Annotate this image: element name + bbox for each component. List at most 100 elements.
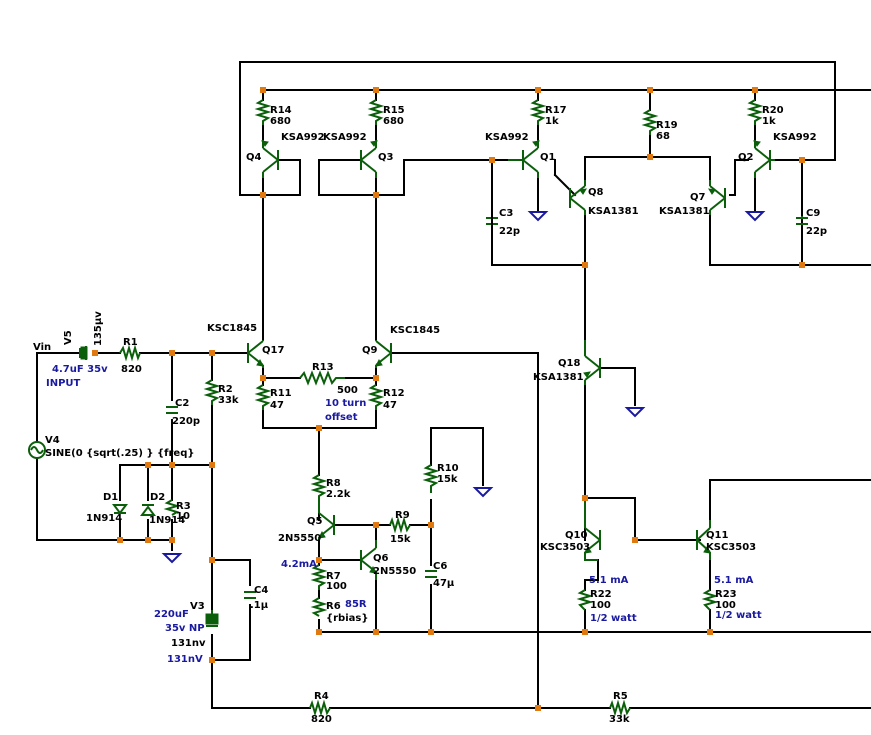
r13-note2: offset	[325, 412, 358, 423]
q9-ref: Q9	[362, 345, 378, 356]
vin-label: Vin	[33, 342, 51, 353]
q7-transistor	[708, 180, 726, 215]
r13-note1: 10 turn	[325, 398, 366, 409]
q2-transistor	[753, 140, 775, 178]
r9-value: 15k	[390, 534, 411, 545]
q2-ref: Q2	[738, 152, 754, 163]
transistors	[247, 140, 775, 580]
d1-ref: D1	[103, 492, 118, 503]
r8-ref: R8	[326, 478, 341, 489]
q4-model: KSA992	[281, 132, 325, 143]
c2-ref: C2	[175, 398, 189, 409]
q11-transistor	[696, 520, 711, 560]
r22-ref: R22	[590, 589, 612, 600]
v5-value: 135µv	[93, 311, 104, 346]
r5-ref: R5	[613, 691, 628, 702]
q5-ref: Q5	[307, 516, 323, 527]
q10-ref: Q10	[565, 530, 587, 541]
r22-current: 5.1 mA	[589, 575, 629, 586]
ground-icon	[624, 407, 646, 418]
wires	[36, 61, 871, 709]
v3-note1: 220uF	[154, 609, 189, 620]
v3-value: 131nv	[171, 638, 206, 649]
r23-ref: R23	[715, 589, 737, 600]
r3-ref: R3	[176, 501, 191, 512]
v4-ref: V4	[45, 435, 60, 446]
ground-icon	[472, 487, 494, 498]
q2-model: KSA992	[773, 132, 817, 143]
q10-transistor	[584, 498, 601, 561]
q9-model: KSC1845	[390, 325, 440, 336]
r12-ref: R12	[383, 388, 405, 399]
c9-value: 22p	[806, 226, 827, 237]
r12-value: 47	[383, 400, 397, 411]
r3-value: 10	[176, 511, 190, 522]
d2-ref: D2	[150, 492, 165, 503]
ground-icon	[744, 211, 766, 222]
q9-transistor	[375, 340, 392, 368]
v5-note2: INPUT	[46, 378, 81, 389]
q4-transistor	[261, 140, 279, 178]
q18-ref: Q18	[558, 358, 580, 369]
r9-ref: R9	[395, 510, 410, 521]
v3-ref: V3	[190, 601, 205, 612]
r20-ref: R20	[762, 105, 784, 116]
r19-ref: R19	[656, 120, 678, 131]
r4-ref: R4	[314, 691, 329, 702]
v5-source	[79, 346, 88, 360]
q3-model: KSA992	[323, 132, 367, 143]
q4-ref: Q4	[246, 152, 262, 163]
c6-ref: C6	[433, 561, 447, 572]
r7-ref: R7	[326, 571, 341, 582]
c3-ref: C3	[499, 208, 513, 219]
r23-current: 5.1 mA	[714, 575, 754, 586]
c4-value: .1µ	[250, 600, 269, 611]
diodes	[112, 504, 156, 516]
r15-ref: R15	[383, 105, 405, 116]
resistors	[119, 99, 764, 717]
labels: R14 680 R15 680 R17 1k R19 68 R20 1k KSA…	[33, 105, 827, 725]
v5-ref: V5	[63, 330, 74, 345]
q8-model: KSA1381	[588, 206, 639, 217]
q18-model: KSA1381	[533, 372, 584, 383]
v3-note3: 131nV	[167, 654, 203, 665]
q17-ref: Q17	[262, 345, 284, 356]
v3-source	[205, 610, 219, 627]
r2-value: 33k	[218, 395, 239, 406]
r10-value: 15k	[437, 474, 458, 485]
q11-ref: Q11	[706, 530, 728, 541]
c6-value: 47µ	[433, 578, 455, 589]
r19-value: 68	[656, 131, 670, 142]
r17-value: 1k	[545, 116, 559, 127]
r5-value: 33k	[609, 714, 630, 725]
r6-value: {rbias}	[326, 613, 368, 624]
q5-model: 2N5550	[278, 533, 321, 544]
r1-ref: R1	[123, 337, 138, 348]
grounds	[161, 211, 766, 564]
r22-power: 1/2 watt	[590, 613, 637, 624]
r13-ref: R13	[312, 362, 334, 373]
v4-source	[28, 441, 46, 459]
r2-ref: R2	[218, 384, 233, 395]
q1-transistor	[508, 140, 540, 178]
q3-ref: Q3	[378, 152, 394, 163]
v5-note1: 4.7uF 35v	[52, 364, 108, 375]
q7-ref: Q7	[690, 192, 706, 203]
v3-note2: 35v NP	[165, 623, 205, 634]
c3-value: 22p	[499, 226, 520, 237]
r23-value: 100	[715, 600, 736, 611]
q11-model: KSC3503	[706, 542, 756, 553]
r14-ref: R14	[270, 105, 292, 116]
r4-value: 820	[311, 714, 332, 725]
r14-value: 680	[270, 116, 291, 127]
ground-icon	[161, 553, 183, 564]
r6-ref: R6	[326, 601, 341, 612]
r23-power: 1/2 watt	[715, 610, 762, 621]
ground-icon	[527, 211, 549, 222]
q18-transistor	[583, 340, 601, 385]
c4-ref: C4	[254, 585, 268, 596]
r11-value: 47	[270, 400, 284, 411]
capacitors	[166, 159, 808, 599]
q10-model: KSC3503	[540, 542, 590, 553]
q1-model: KSA992	[485, 132, 529, 143]
